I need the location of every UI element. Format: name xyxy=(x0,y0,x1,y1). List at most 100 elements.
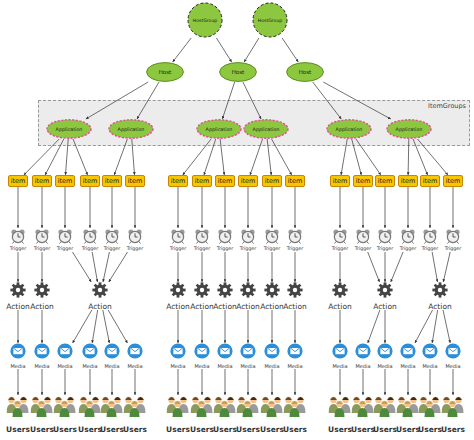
trigger-icon: Trigger xyxy=(79,228,101,252)
item-box: item xyxy=(420,175,440,187)
connector-arrow xyxy=(73,139,88,175)
users-icon-glyph xyxy=(31,395,54,417)
media-icon-glyph xyxy=(332,343,348,359)
node-label: Media xyxy=(34,364,49,369)
node-label: Users xyxy=(418,426,442,434)
connector-arrow xyxy=(443,310,450,343)
node-label: Media xyxy=(422,364,437,369)
node-label: Media xyxy=(445,364,460,369)
action-gear: Action xyxy=(281,282,309,310)
media-icon-glyph xyxy=(240,343,256,359)
connector-arrow xyxy=(42,252,43,282)
application-ellipse: Application xyxy=(196,119,242,139)
action-gear-glyph xyxy=(332,282,348,298)
connector-arrow xyxy=(248,310,249,343)
node-label: item xyxy=(126,176,144,186)
connector-arrow xyxy=(73,310,92,343)
node-label: Trigger xyxy=(332,247,349,252)
trigger-icon: Trigger xyxy=(284,228,306,252)
trigger-icon: Trigger xyxy=(329,228,351,252)
connector-arrow xyxy=(340,252,341,282)
connector-arrow xyxy=(225,310,226,343)
application-ellipse: Application xyxy=(46,119,92,139)
action-gear-glyph xyxy=(377,282,393,298)
connector-arrow xyxy=(204,139,216,175)
users-icon: Users xyxy=(167,395,190,433)
action-gear-glyph xyxy=(92,282,108,298)
node-label: Host xyxy=(286,62,324,82)
node-label: Users xyxy=(6,426,30,434)
connector-arrow xyxy=(430,187,431,228)
node-label: item xyxy=(376,176,394,186)
node-label: Trigger xyxy=(287,247,304,252)
media-icon: Media xyxy=(54,343,76,369)
action-gear-glyph xyxy=(287,282,303,298)
connector-arrow xyxy=(413,139,428,175)
node-label: Trigger xyxy=(34,247,51,252)
connector-arrow xyxy=(112,369,113,395)
connector-arrow xyxy=(250,139,262,175)
item-box: item xyxy=(8,175,28,187)
trigger-icon: Trigger xyxy=(374,228,396,252)
connector-arrow xyxy=(295,187,296,228)
trigger-icon: Trigger xyxy=(101,228,123,252)
hostgroup-circle: HostGroup xyxy=(252,2,288,38)
connector-arrow xyxy=(42,369,43,395)
connector-arrow xyxy=(272,310,273,343)
node-label: HostGroup xyxy=(252,2,288,38)
node-label: item xyxy=(331,176,349,186)
users-icon: Users xyxy=(374,395,397,433)
node-label: Users xyxy=(441,426,465,434)
item-box: item xyxy=(125,175,145,187)
users-icon: Users xyxy=(124,395,147,433)
itemgroups-band: ItemGroupsApplicationApplicationApplicat… xyxy=(38,100,470,146)
item-box: item xyxy=(262,175,282,187)
connector-arrow xyxy=(45,139,64,175)
connector-arrow xyxy=(272,139,292,175)
connector-arrow xyxy=(112,187,113,228)
node-label: Users xyxy=(123,426,147,434)
node-label: Application xyxy=(243,119,289,139)
trigger-icon: Trigger xyxy=(7,228,29,252)
node-label: item xyxy=(216,176,234,186)
connector-arrow xyxy=(225,369,226,395)
media-icon: Media xyxy=(237,343,259,369)
node-label: Media xyxy=(10,364,25,369)
media-icon-glyph xyxy=(127,343,143,359)
node-label: Trigger xyxy=(10,247,27,252)
media-icon-glyph xyxy=(287,343,303,359)
trigger-icon-glyph xyxy=(34,228,50,244)
connector-arrow xyxy=(340,310,341,343)
application-ellipse: Application xyxy=(243,119,289,139)
connector-arrow xyxy=(92,310,98,343)
node-label: Trigger xyxy=(264,247,281,252)
users-icon: Users xyxy=(191,395,214,433)
media-icon-glyph xyxy=(422,343,438,359)
node-label: Media xyxy=(240,364,255,369)
item-box: item xyxy=(32,175,52,187)
connector-arrow xyxy=(42,187,43,228)
users-icon: Users xyxy=(284,395,307,433)
item-box: item xyxy=(168,175,188,187)
node-label: Trigger xyxy=(445,247,462,252)
node-label: Users xyxy=(30,426,54,434)
node-label: Users xyxy=(373,426,397,434)
users-icon-glyph xyxy=(79,395,102,417)
node-label: Trigger xyxy=(170,247,187,252)
connector-arrow xyxy=(408,139,410,175)
media-icon: Media xyxy=(419,343,441,369)
connector-arrow xyxy=(222,82,234,119)
trigger-icon: Trigger xyxy=(261,228,283,252)
node-label: Trigger xyxy=(240,247,257,252)
node-label: Trigger xyxy=(422,247,439,252)
trigger-icon-glyph xyxy=(240,228,256,244)
trigger-icon-glyph xyxy=(264,228,280,244)
connector-arrow xyxy=(132,139,135,175)
users-icon-glyph xyxy=(7,395,30,417)
users-icon: Users xyxy=(352,395,375,433)
connector-arrow xyxy=(108,310,127,343)
connector-arrow xyxy=(135,187,136,228)
node-label: Media xyxy=(332,364,347,369)
connector-arrow xyxy=(385,369,386,395)
